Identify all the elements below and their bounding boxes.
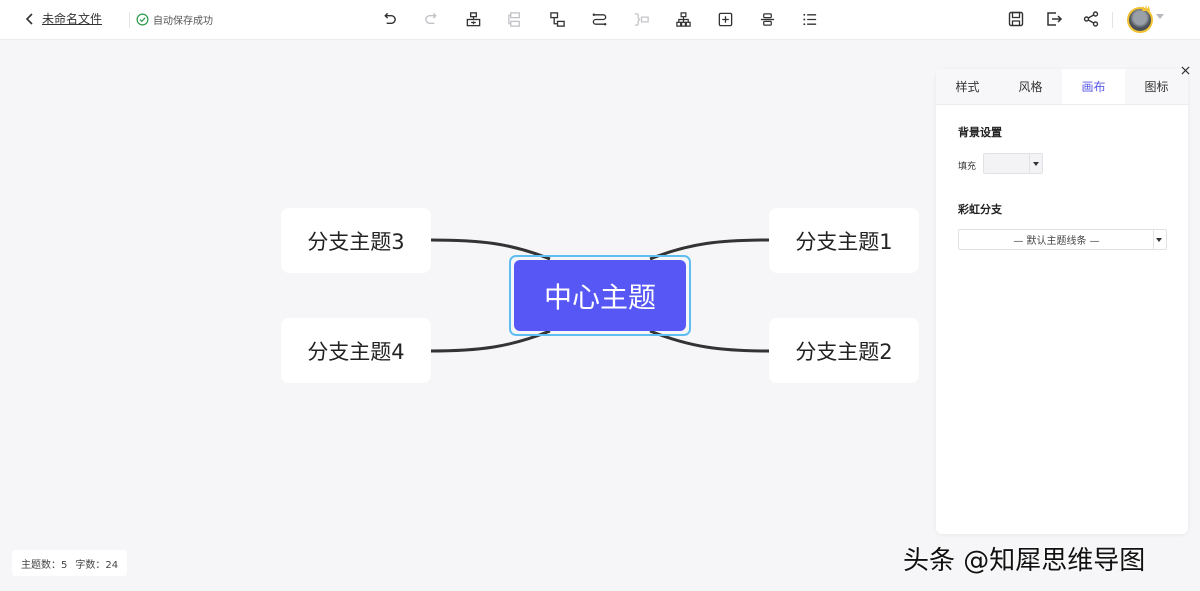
redo-icon	[424, 12, 437, 24]
crown-badge-icon	[1142, 4, 1150, 11]
add-frame-icon	[718, 12, 732, 26]
structure-button[interactable]	[672, 8, 694, 30]
selection-outline	[509, 255, 691, 336]
save-status-text: 自动保存成功	[153, 16, 213, 27]
tab-canvas[interactable]: 画布	[1062, 69, 1125, 104]
top-toolbar: 未命名文件 自动保存成功	[0, 0, 1200, 40]
rainbow-branch-value: — 默认主题线条 —	[1013, 236, 1100, 247]
account-dropdown-caret[interactable]	[1156, 14, 1164, 19]
branch-topic-2[interactable]: 分支主题2	[769, 318, 919, 383]
divider	[129, 12, 130, 28]
outline-align-icon	[760, 12, 774, 26]
insert-parent-topic-button[interactable]	[546, 8, 568, 30]
rainbow-branch-title: 彩虹分支	[958, 203, 1002, 216]
central-topic[interactable]: 中心主题	[514, 260, 686, 331]
close-panel-button[interactable]	[1178, 63, 1192, 77]
divider	[1029, 154, 1030, 173]
save-button[interactable]	[1005, 8, 1027, 30]
user-avatar[interactable]	[1127, 7, 1153, 33]
outline-align-button[interactable]	[756, 8, 778, 30]
check-circle-icon	[136, 13, 149, 26]
char-count: 字数：24	[75, 559, 119, 571]
redo-button[interactable]	[420, 8, 442, 30]
save-status: 自动保存成功	[136, 12, 213, 27]
outline-list-icon	[802, 13, 816, 25]
undo-button[interactable]	[378, 8, 400, 30]
relationship-line-icon	[592, 13, 606, 25]
outline-list-button[interactable]	[798, 8, 820, 30]
panel-tabs: 样式 风格 画布 图标	[936, 69, 1188, 105]
branch-topic-3[interactable]: 分支主题3	[281, 208, 431, 273]
save-icon	[1008, 11, 1024, 27]
fill-label: 填充	[958, 162, 977, 172]
divider	[1112, 12, 1113, 28]
back-button[interactable]: 未命名文件	[24, 10, 102, 27]
tab-theme[interactable]: 风格	[999, 69, 1062, 104]
insert-parent-topic-icon	[549, 11, 565, 27]
undo-icon	[383, 12, 396, 24]
file-name-link[interactable]: 未命名文件	[42, 12, 103, 26]
relationship-line-button[interactable]	[588, 8, 610, 30]
share-button[interactable]	[1080, 8, 1102, 30]
document-stats: 主题数：5 字数：24	[12, 550, 127, 576]
tab-style[interactable]: 样式	[936, 69, 999, 104]
insert-child-topic-icon	[466, 11, 480, 26]
export-button[interactable]	[1043, 8, 1065, 30]
add-frame-button[interactable]	[714, 8, 736, 30]
branch-topic-1[interactable]: 分支主题1	[769, 208, 919, 273]
topic-count: 主题数：5	[21, 559, 68, 571]
rainbow-branch-select[interactable]: — 默认主题线条 —	[958, 229, 1167, 250]
tab-icons[interactable]: 图标	[1125, 69, 1188, 104]
chevron-down-icon	[1033, 162, 1039, 166]
background-settings-title: 背景设置	[958, 126, 1002, 139]
close-icon	[1180, 65, 1190, 75]
divider	[1153, 230, 1154, 249]
summary-icon	[634, 12, 649, 26]
share-icon	[1083, 11, 1099, 27]
export-icon	[1047, 12, 1063, 26]
format-panel: 样式 风格 画布 图标 背景设置 填充 彩虹分支 — 默认主题线条 —	[936, 69, 1188, 534]
insert-sibling-topic-button[interactable]	[504, 8, 526, 30]
chevron-left-icon	[25, 12, 33, 25]
insert-sibling-topic-icon	[507, 11, 520, 27]
insert-child-topic-button[interactable]	[462, 8, 484, 30]
fill-color-select[interactable]	[983, 153, 1043, 174]
watermark: 头条 @知犀思维导图	[903, 546, 1146, 576]
summary-button[interactable]	[630, 8, 652, 30]
chevron-down-icon	[1156, 238, 1162, 242]
branch-topic-4[interactable]: 分支主题4	[281, 318, 431, 383]
structure-icon	[675, 11, 691, 27]
